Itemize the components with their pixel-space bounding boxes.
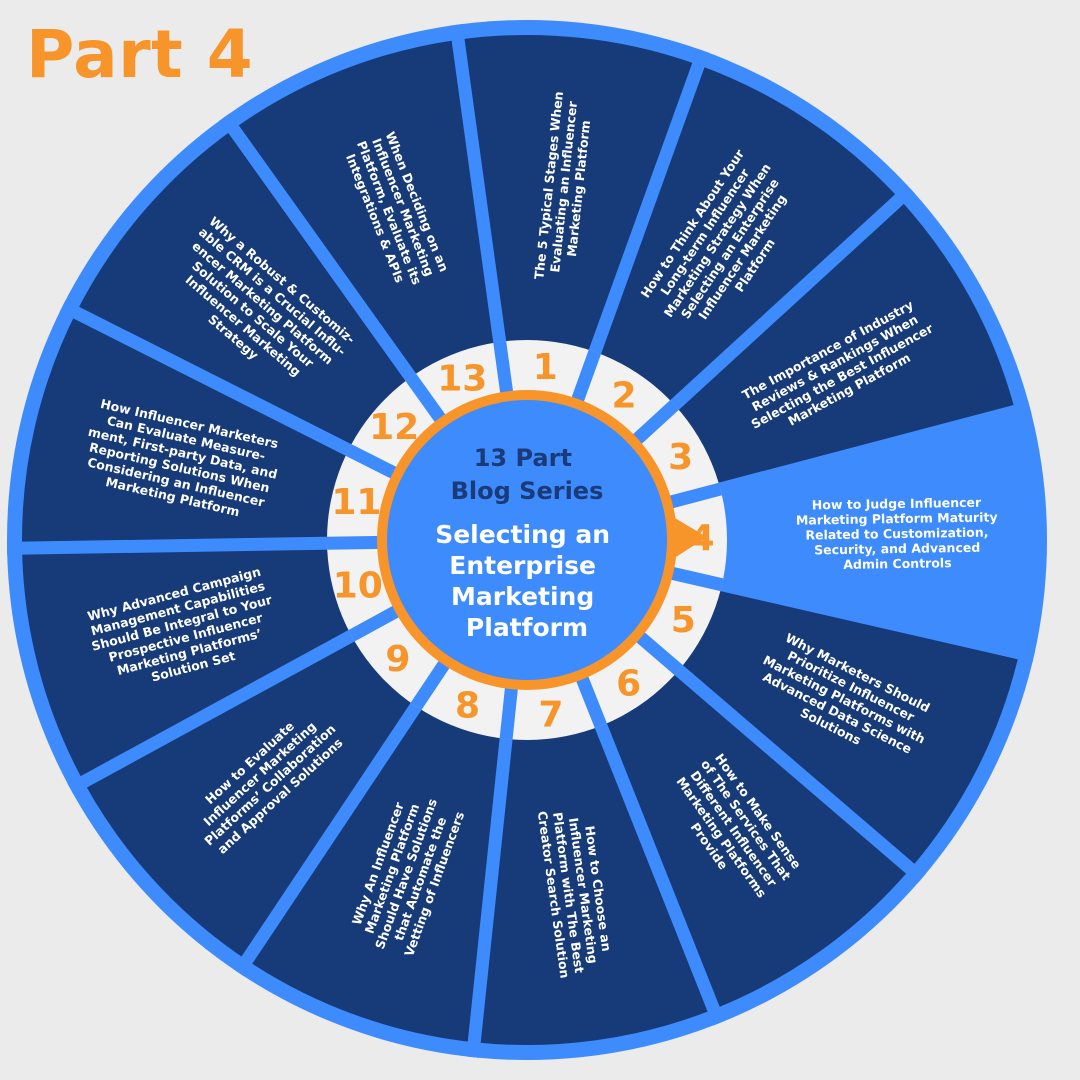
segment-number: 3 [668, 437, 693, 478]
segment-label-line: Security, and Advanced [814, 540, 980, 558]
segment-numbers: 12345678910111213 [331, 347, 714, 735]
segment-number: 2 [612, 375, 637, 416]
segment-number: 8 [455, 686, 480, 727]
segment-number: 9 [385, 639, 410, 680]
segment-label-text: How to Choose anInfluencer MarketingPlat… [535, 804, 617, 979]
segment-number: 11 [331, 482, 381, 523]
center-title-line: Enterprise [449, 551, 596, 580]
segment-label-line: How to Judge Influencer [812, 495, 982, 513]
segment-number: 6 [616, 663, 641, 704]
segment-number: 1 [533, 347, 558, 388]
segment-label-line: Admin Controls [843, 555, 952, 572]
segment-number: 5 [671, 600, 696, 641]
segment-label[interactable]: How to Choose anInfluencer MarketingPlat… [535, 804, 617, 979]
segment-number: 7 [538, 694, 563, 735]
center-title: Selecting an Enterprise Marketing Platfo… [435, 520, 619, 642]
segment-active[interactable] [527, 409, 1040, 655]
center-hub: 13 Part Blog Series Selecting an Enterpr… [377, 390, 707, 690]
segment-label-text: How to Judge InfluencerMarketing Platfor… [796, 494, 999, 572]
segment-label-line: Related to Customization, [805, 525, 988, 543]
center-subtitle: 13 Part Blog Series [451, 444, 604, 505]
center-subtitle-line: 13 Part [474, 444, 572, 472]
center-title-line: Marketing [451, 582, 594, 611]
segment-number: 13 [437, 358, 487, 399]
segment-number: 10 [333, 566, 383, 607]
active-pointer-arrow [673, 517, 707, 559]
part-label: Part 4 [26, 16, 254, 93]
segment-label[interactable]: How to Judge InfluencerMarketing Platfor… [796, 494, 999, 572]
center-title-line: Platform [466, 613, 588, 642]
center-title-line: Selecting an [435, 520, 610, 549]
hub-circle [387, 400, 667, 680]
segment-label-line: Marketing Platform Maturity [796, 509, 998, 527]
segment-number: 12 [369, 407, 419, 448]
center-subtitle-line: Blog Series [451, 477, 604, 505]
